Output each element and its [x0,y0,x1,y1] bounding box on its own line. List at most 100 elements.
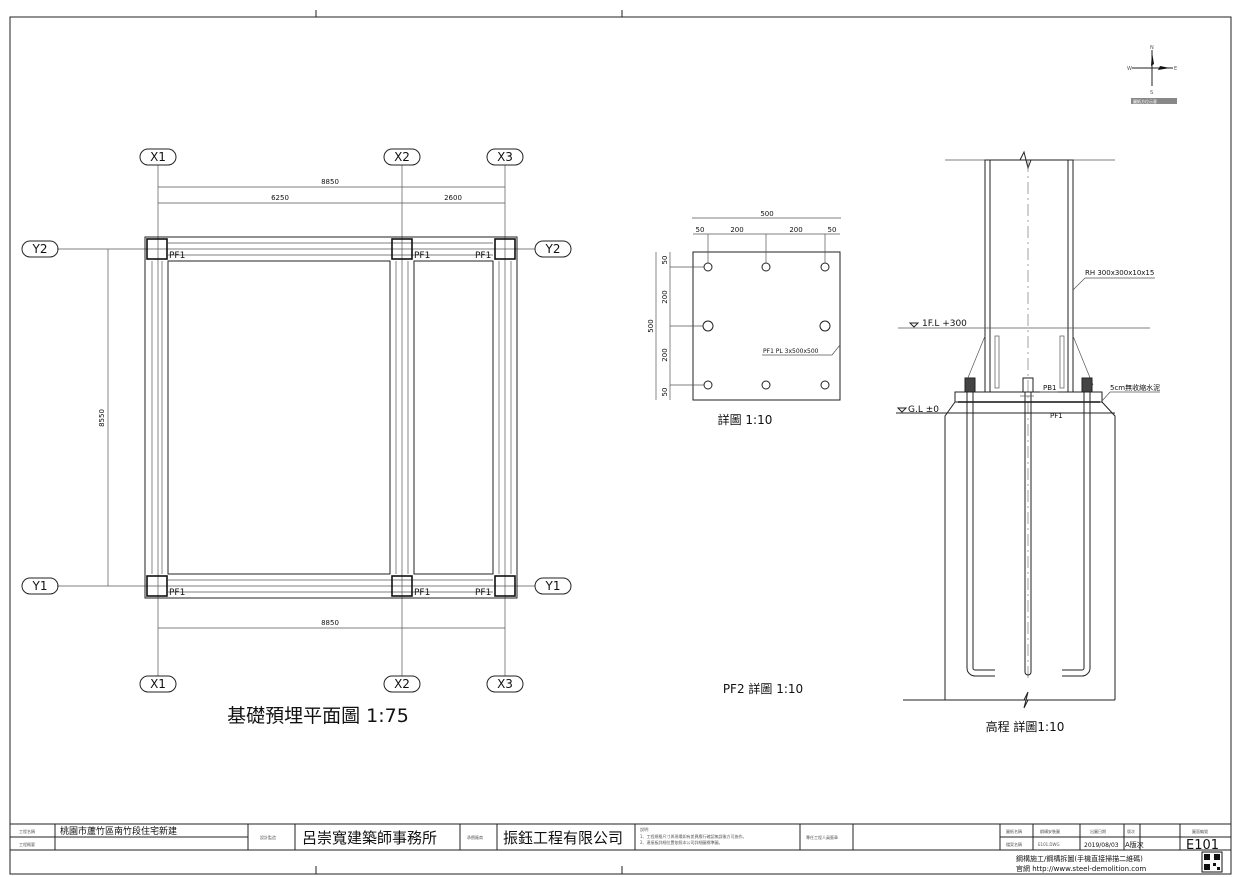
label-plan-grid-x-0: X1 [150,677,166,691]
drawing-line [383,148,421,166]
drawing-line [383,675,421,693]
label-detail-top-sub-3: 50 [828,226,837,234]
drawing-line [1214,854,1220,860]
plan-title: 基礎預埋平面圖 1:75 [227,705,409,727]
label-elevation-member: RH 300x300x10x15 [1085,269,1154,277]
label-plan-dim-sub-1: 2600 [444,194,462,202]
label-title-block-sheet-name: 鋼構安裝圖 [1040,828,1060,834]
drawing-line [1024,392,1032,676]
label-title-block-file-label: 檔案名稱 [1006,841,1022,847]
drawing-line [762,344,841,356]
drawing-line [167,260,391,575]
drawing-line [761,262,771,272]
drawing-line [21,240,59,258]
label-title-block-designer-label: 設計監造 [260,834,276,840]
label-plan-plate-label: PF1 [475,588,491,598]
label-elevation-grout: 5cm無收縮水泥 [1110,383,1160,392]
label-plan-grid-x-1: X2 [394,150,410,164]
label-title-block-contractor: 振鈺工程有限公司 [503,829,623,847]
drawing-number: E101 [1186,838,1219,853]
drawing-line [1204,864,1210,870]
grid-bubble-y1-right: Y1 [534,577,572,595]
drawing-line [21,577,59,595]
qr-code-icon [1201,851,1223,873]
label-plan-dim-total-bottom: 8850 [321,619,339,627]
label-title-block-file-name: E101.DWG [1038,842,1060,847]
drawing-line [139,675,177,693]
label-compass-label: 圖紙方位示意 [1133,98,1157,104]
anchor-bolts [964,377,1093,677]
label-elevation-floor-level: 1F.L +300 [922,319,967,329]
label-title-block-sheet-name-label: 圖紙名稱 [1006,828,1022,834]
label-detail-left-sub-0: 50 [661,256,669,265]
label-title-block-designer: 呂崇寬建築師事務所 [302,829,437,847]
label-plan-plate-label: PF1 [169,251,185,261]
label-plan-grid-y-0: Y2 [32,242,48,256]
label-detail-top-sub-0: 50 [696,226,705,234]
drawing-line [1081,377,1093,393]
grid-bubble-x2: X2 [383,148,421,166]
drawing-line [486,675,524,693]
drawing-line [146,238,168,260]
drawing-line [486,148,524,166]
drawing-line [908,322,920,328]
drawing-line [494,575,516,597]
label-plan-grid-y-0: Y2 [545,242,561,256]
drawing-line [1217,867,1220,870]
foundation-plan: X1 X2 X3 X1 X2 X3 Y2 Y1 Y2 Y1 PF1 PF1 PF… [21,148,572,727]
drawing-line [144,236,518,599]
dim-8850-top: 8850 [321,178,339,186]
label-detail-top-total: 500 [760,210,773,218]
label-plan-plate-label: PF1 [169,588,185,598]
drawing-line [964,335,986,386]
label-plan-plate-label: PF1 [414,251,430,261]
drawing-line [702,262,831,390]
label-compass-w: W [1127,66,1132,72]
plate-detail: 500 50 200 200 50 500 50 200 200 50 PF1 … [647,210,841,696]
drawing-line [703,262,713,272]
drawing-line [1131,98,1177,104]
drawing-line [1062,392,1091,677]
grid-bubble-x2-bottom: X2 [383,675,421,693]
drawing-line [1022,377,1034,393]
label-plan-dim-vertical: 8550 [98,409,106,427]
drawing-line [534,240,572,258]
elevation-detail: RH 300x300x10x15 1F.L +300 G.L ±0 PB1 PF… [896,150,1160,734]
label-title-block-version: A版次 [1125,840,1144,849]
label-title-block-footer2: 官網 http://www.steel-demolition.com [1016,864,1146,873]
label-elevation-pb1: PB1 [1043,384,1056,392]
label-plan-grid-x-0: X1 [150,150,166,164]
label-title-block-date: 2019/08/03 [1084,842,1119,849]
drawing-line [994,335,1000,389]
drawing-line [761,380,771,390]
drawing-line [703,380,713,390]
drawing-line [944,401,956,700]
label-compass-e: E [1174,66,1177,72]
label-detail-left-total: 500 [647,319,655,332]
drawing-line [391,238,413,260]
label-plan-grid-y-1: Y1 [545,579,561,593]
label-detail-left-sub-3: 50 [661,388,669,397]
label-detail-caption: 詳圖 1:10 [718,412,773,427]
drawing-line [896,407,908,413]
drawing-line [534,577,572,595]
label-plan-plate-label: PF1 [475,251,491,261]
drawing-line [1023,691,1029,709]
label-plan-grid-x-2: X3 [497,150,513,164]
label-title-block-contractor-label: 承攬廠商 [467,834,483,840]
sheet-frame [9,16,1232,875]
label-detail-left-sub-1: 200 [661,290,669,303]
drawing-line [139,148,177,166]
label-elevation-ground-level: G.L ±0 [908,405,939,415]
label-elevation-pf1: PF1 [1050,412,1063,420]
drawing-line [1059,335,1065,389]
label-detail-top-sub-1: 200 [730,226,743,234]
label-plan-grid-x-1: X2 [394,677,410,691]
label-compass-n: N [1150,45,1154,51]
drawing-line [1213,863,1216,866]
label-title-block-notes-1: 2、連接板詳細位置依照本公司詳細圖標準圖。 [640,839,723,845]
label-title-block-notes-title: 說明: [640,826,649,832]
drawing-line [1101,391,1111,402]
drawing-line [819,320,831,332]
label-compass-s: S [1150,90,1153,96]
